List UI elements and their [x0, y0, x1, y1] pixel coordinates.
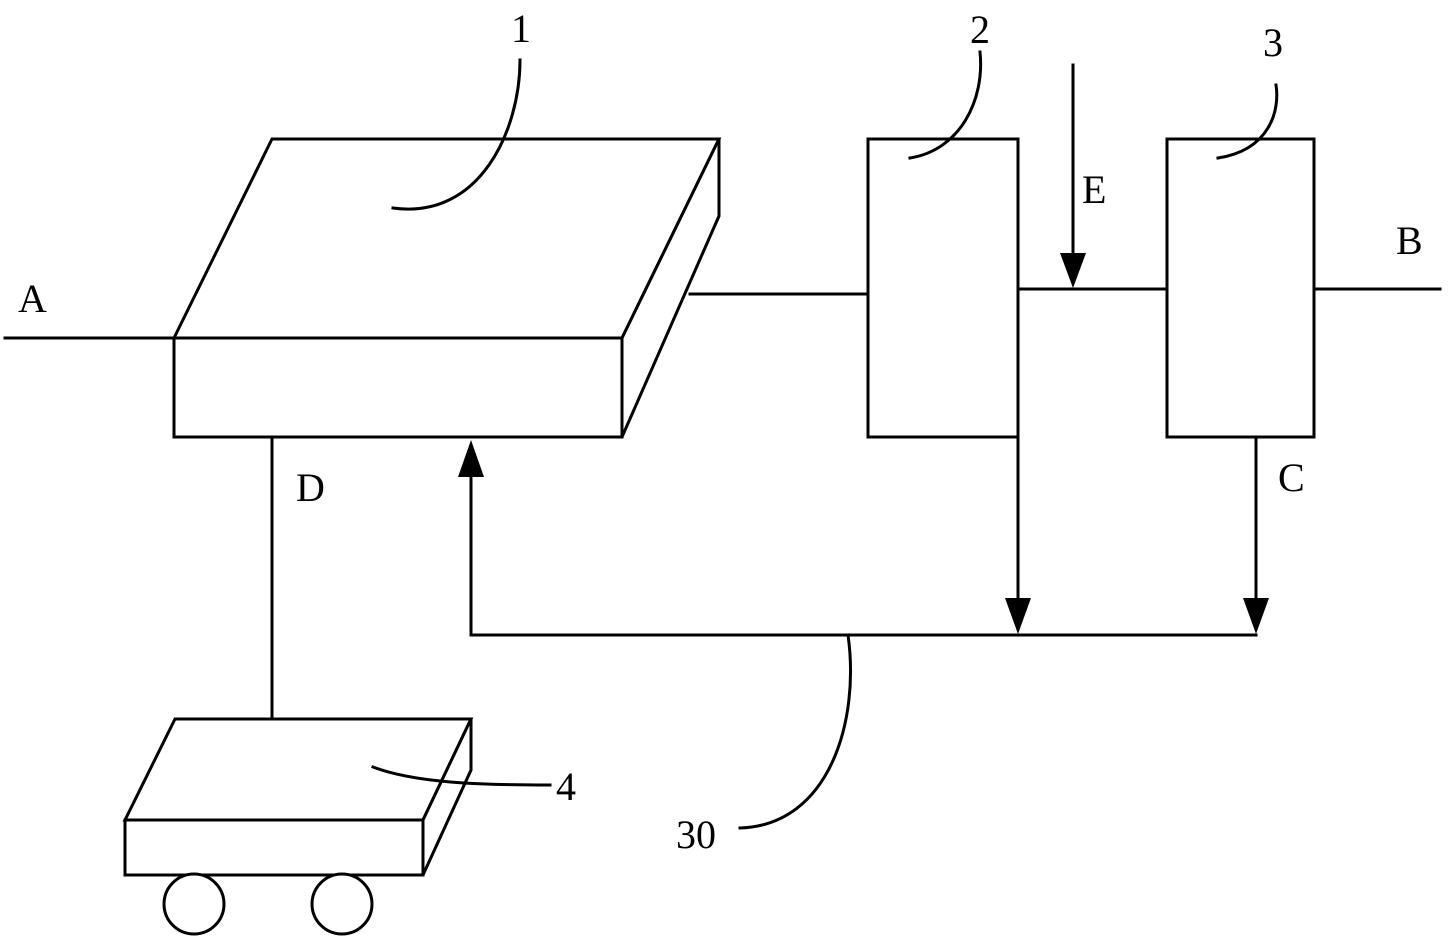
leader-line-1 [391, 58, 522, 211]
label-unit-2: 2 [970, 7, 990, 52]
cart-wheel-left [162, 872, 226, 936]
unit-1-box [171, 137, 722, 439]
label-c: C [1278, 455, 1305, 500]
label-d: D [296, 465, 325, 510]
unit-4-top-face [122, 717, 474, 822]
arrow-down-e [1060, 253, 1086, 288]
arrow-up-return [458, 440, 484, 477]
arrow-down-unit2 [1005, 598, 1031, 634]
cart-wheel-right [310, 872, 374, 936]
arrow-down-c [1243, 598, 1269, 634]
leader-line-4 [371, 765, 552, 787]
unit-3-box [1165, 137, 1316, 439]
unit-4-cart [122, 717, 474, 936]
leader-line-2 [908, 50, 983, 160]
label-a: A [18, 276, 47, 321]
label-unit-4: 4 [556, 764, 576, 809]
label-unit-1: 1 [511, 6, 531, 51]
unit-1-front-face [172, 336, 624, 439]
label-b: B [1396, 218, 1423, 263]
unit-4-front-face [123, 818, 425, 877]
label-unit-3: 3 [1263, 20, 1283, 65]
label-e: E [1082, 167, 1106, 212]
leader-line-3 [1216, 83, 1279, 160]
leader-line-30 [738, 633, 852, 830]
unit-2-box [866, 137, 1020, 439]
label-line-30: 30 [676, 812, 716, 857]
